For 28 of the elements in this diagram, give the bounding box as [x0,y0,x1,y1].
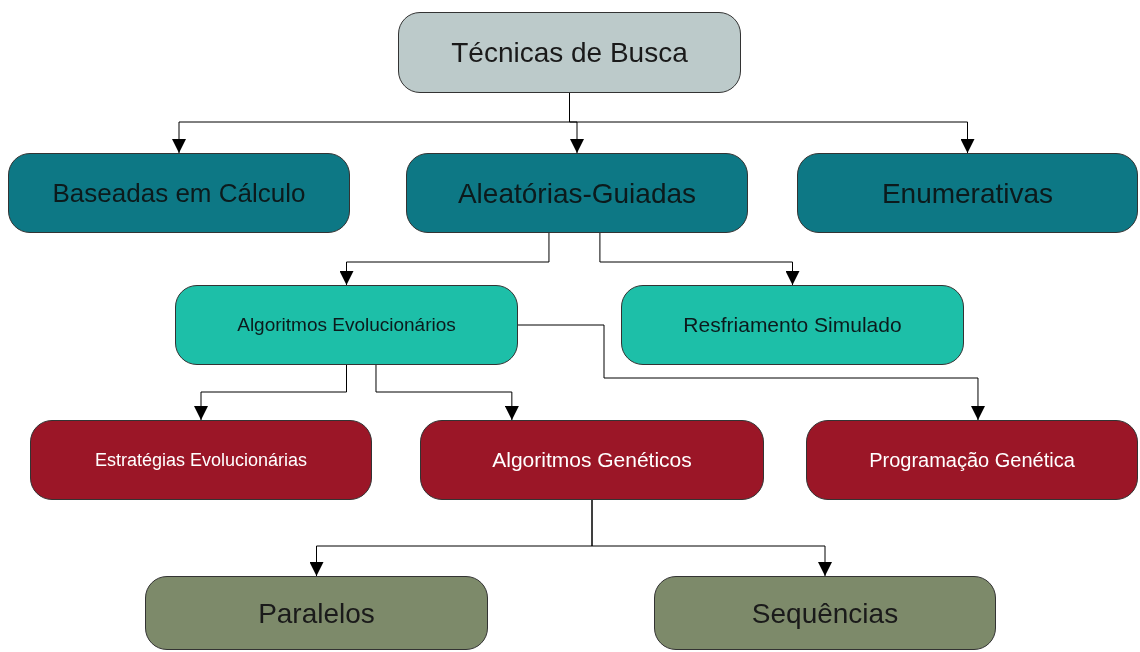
rounded-box [797,153,1138,233]
arrow [599,232,800,286]
node-label: Algoritmos Genéticos [491,446,693,473]
node-label: Estratégias Evolucionárias [93,448,309,472]
arrow [517,324,985,421]
node-label: Resfriamento Simulado [682,311,903,338]
node-label: Sequências [750,596,900,631]
node-label: Algoritmos Evolucionários [236,313,457,337]
node-label: Paralelos [257,596,376,631]
arrow [339,232,550,286]
rounded-box [175,285,518,365]
node-label: Baseadas em Cálculo [51,176,307,210]
rounded-box [145,576,488,650]
rounded-box [8,153,350,233]
node-label: Técnicas de Busca [450,36,689,70]
arrow [194,364,347,421]
rounded-box [806,420,1138,500]
arrow [375,364,519,421]
rounded-box [30,420,372,500]
rounded-box [654,576,996,650]
node-label: Aleatórias-Guiadas [456,176,698,211]
node-label: Enumerativas [880,176,1055,211]
rounded-box [406,153,748,233]
rounded-box [420,420,764,500]
rounded-box [621,285,964,365]
arrow [591,499,832,577]
rounded-box [398,12,741,93]
node-label: Programação Genética [868,447,1076,473]
